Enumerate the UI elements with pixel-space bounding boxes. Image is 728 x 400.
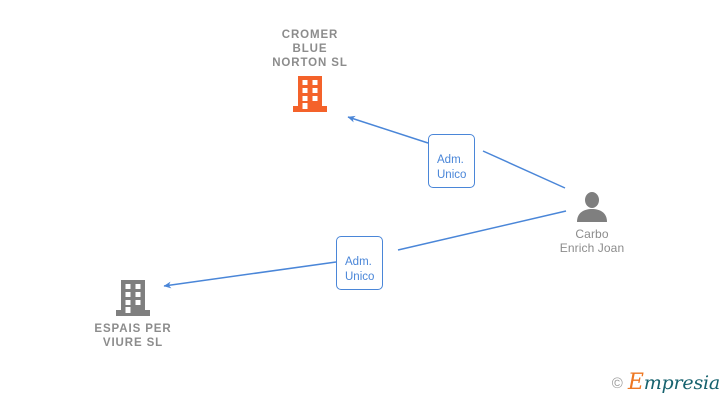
node-label-carbo-enrich-joan: Carbo Enrich Joan — [559, 227, 625, 255]
building-icon[interactable] — [63, 280, 203, 316]
copyright-icon: © — [611, 374, 623, 392]
node-label-cromer-blue-norton: CROMER BLUE NORTON SL — [272, 29, 348, 69]
relation-chip-label: Adm. Unico — [437, 154, 467, 181]
person-icon[interactable] — [522, 192, 662, 222]
node-label-espais-per-viure: ESPAIS PER VIURE SL — [94, 323, 172, 349]
building-icon[interactable] — [230, 76, 390, 112]
node-cromer-blue-norton[interactable]: CROMER BLUE NORTON SL — [230, 28, 390, 112]
edge-line-person-to-cromer-right — [482, 150, 566, 189]
edge-line-person-to-cromer-left — [347, 115, 429, 144]
empresia-logo: Empresia — [628, 372, 720, 394]
node-carbo-enrich-joan[interactable]: Carbo Enrich Joan — [522, 192, 662, 255]
empresia-logo-initial: E — [627, 370, 644, 395]
relation-chip-label: Adm. Unico — [345, 256, 375, 283]
relation-chip-adm-unico-cromer[interactable]: Adm. Unico — [428, 134, 476, 188]
empresia-logo-rest: mpresia — [643, 372, 720, 394]
node-espais-per-viure[interactable]: ESPAIS PER VIURE SL — [63, 280, 203, 350]
relation-chip-adm-unico-espais[interactable]: Adm. Unico — [336, 236, 384, 290]
empresia-watermark: © Empresia — [612, 372, 720, 394]
